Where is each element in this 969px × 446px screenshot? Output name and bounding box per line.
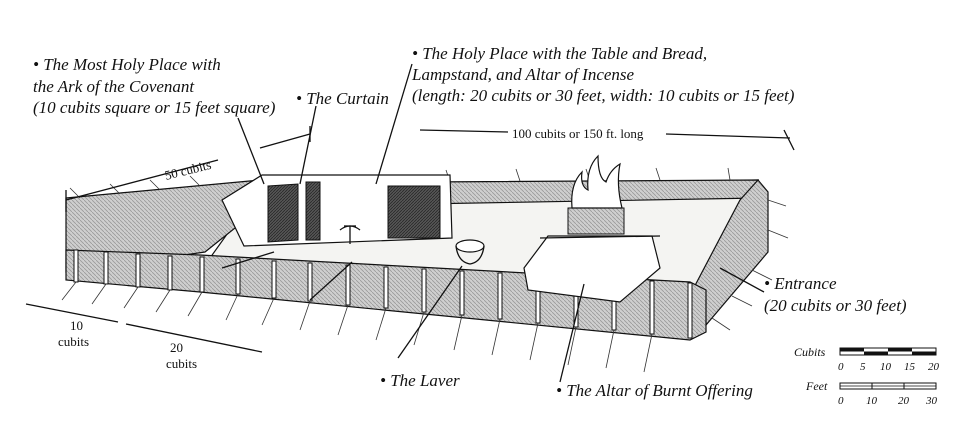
ten-cubits-unit: cubits	[58, 334, 89, 349]
cubits-tick-15: 15	[904, 361, 916, 373]
scale-legend: Cubits 0 5 10 15 20 Feet 0 10 20 30	[794, 345, 940, 407]
curtain-label: • The Curtain	[296, 89, 389, 108]
tabernacle-tent	[221, 174, 453, 247]
width-measure: 50 cubits	[163, 157, 213, 183]
back-tent-ropes	[69, 167, 789, 331]
feet-tick-10: 10	[866, 395, 878, 407]
cubits-tick-0: 0	[838, 361, 844, 373]
twenty-cubits-number: 20	[170, 340, 183, 355]
ten-cubits-number: 10	[70, 318, 83, 333]
altar-label: • The Altar of Burnt Offering	[556, 381, 753, 400]
flame-icon	[571, 154, 623, 209]
laver-label: • The Laver	[380, 371, 460, 390]
leader-lines	[221, 63, 585, 383]
feet-tick-30: 30	[925, 395, 938, 407]
cubits-tick-20: 20	[928, 361, 940, 373]
altar-of-burnt-offering	[523, 154, 661, 303]
feet-tick-0: 0	[838, 395, 844, 407]
holy-place-label: • The Holy Place with the Table and Brea…	[411, 44, 795, 105]
cubits-tick-5: 5	[860, 361, 866, 373]
front-tent-ropes	[61, 281, 653, 373]
length-measure: 100 cubits or 150 ft. long	[512, 126, 644, 141]
feet-scale-label: Feet	[805, 379, 828, 393]
laver	[455, 239, 485, 265]
feet-tick-20: 20	[898, 395, 910, 407]
most-holy-place-label: • The Most Holy Place with the Ark of th…	[33, 55, 276, 117]
entrance-label: • Entrance (20 cubits or 30 feet)	[764, 274, 907, 315]
cubits-scale-label: Cubits	[794, 345, 826, 359]
cubits-tick-10: 10	[880, 361, 892, 373]
measure-lines	[25, 126, 795, 353]
twenty-cubits-unit: cubits	[166, 356, 197, 371]
